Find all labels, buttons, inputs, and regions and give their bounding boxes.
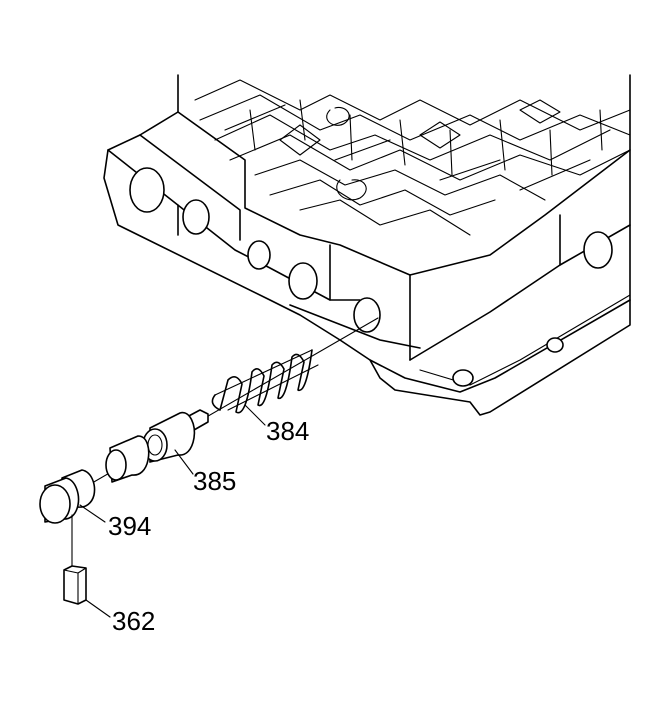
retainer-362 [63,565,87,605]
callout-valve-385: 385 [193,466,237,496]
valve-385 [105,409,209,483]
leader-384 [244,404,266,426]
callout-retainer-362: 362 [112,606,156,636]
spring-384 [211,349,319,414]
leader-362 [85,599,111,618]
callout-plug-394: 394 [108,511,152,541]
leader-394 [79,504,106,523]
valve-body-casting [103,74,631,416]
plug-394 [39,469,96,524]
leader-385 [174,449,194,475]
callout-spring-384: 384 [266,416,310,446]
